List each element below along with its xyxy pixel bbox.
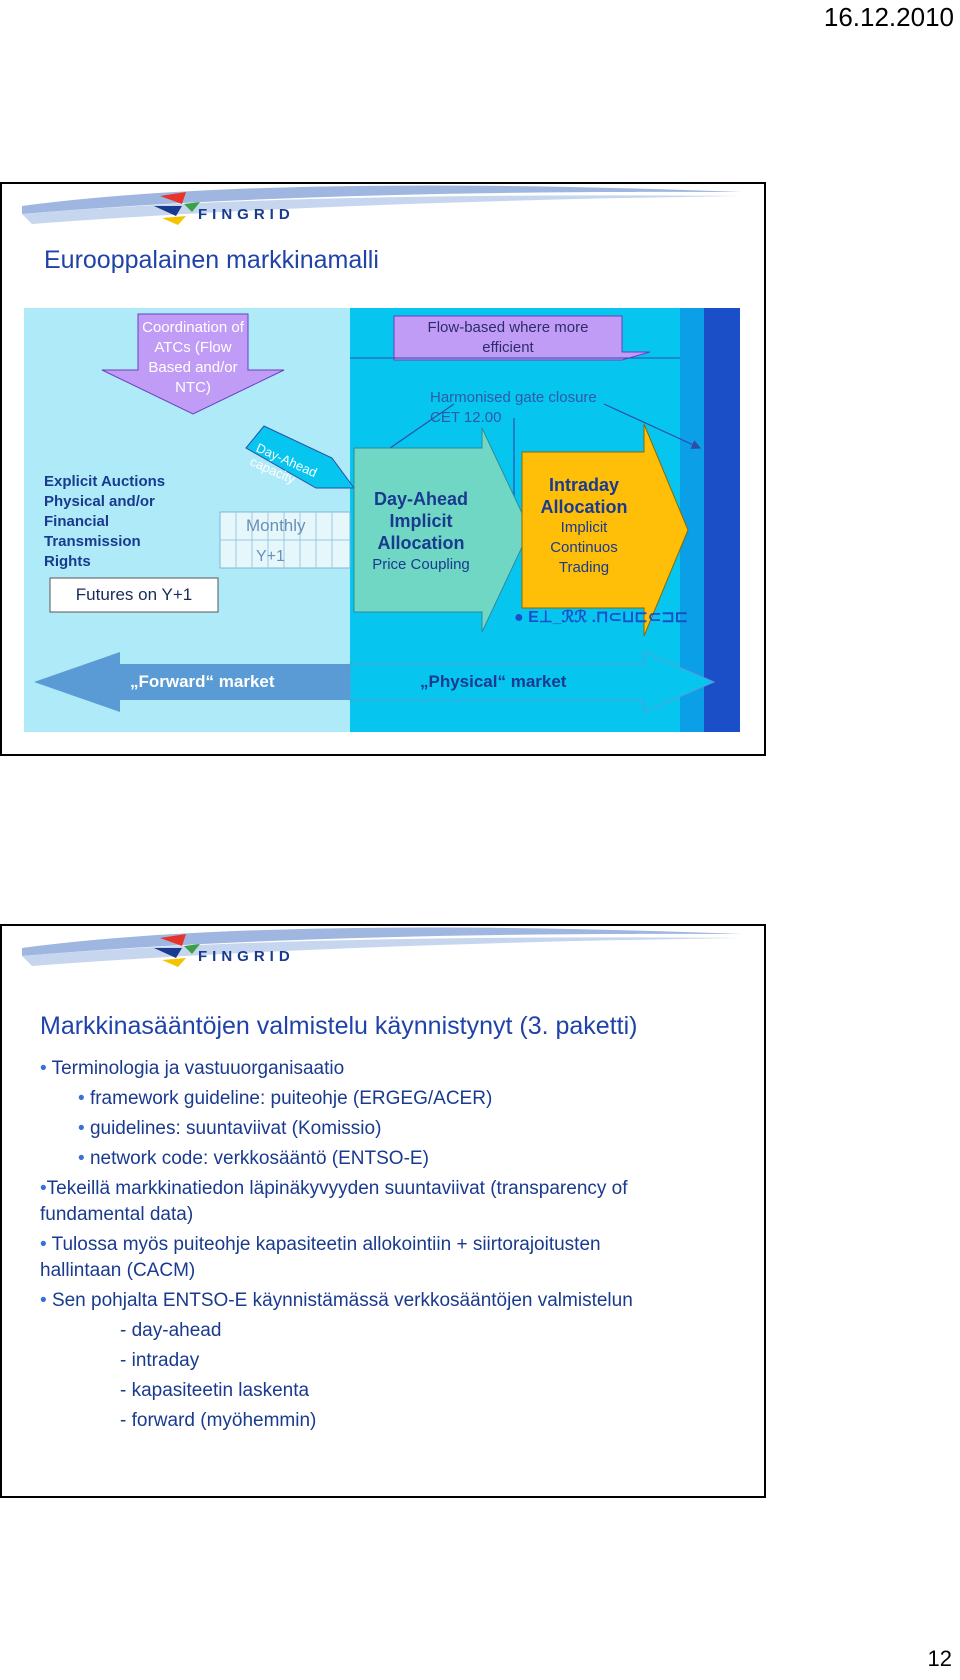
bullet-text-continued: fundamental data) (40, 1204, 194, 1225)
slide-market-model: FINGRID Eurooppalainen markkinamalli (0, 182, 766, 756)
gate-closure-line: Harmonised gate closure (430, 389, 597, 406)
dash-text: - forward (myöhemmin) (120, 1410, 317, 1431)
slide-title: Markkinasääntöjen valmistelu käynnistyny… (40, 1012, 638, 1040)
sub-bullet-item: • network code: verkkosääntö (ENTSO-E) (78, 1148, 429, 1169)
day-ahead-price-coupling: Price Coupling (372, 556, 470, 573)
intraday-text: Intraday Allocation Implicit Continuos T… (524, 474, 644, 578)
bullet-text: guidelines: suuntaviivat (Komissio) (89, 1118, 382, 1139)
flow-based-line: efficient (482, 339, 534, 356)
dash-item: - forward (myöhemmin) (120, 1408, 760, 1434)
intraday-trading: Trading (558, 559, 610, 576)
coordination-text: Coordination of ATCs (Flow Based and/or … (128, 318, 258, 398)
day-ahead-text: Day-Ahead Implicit Allocation Price Coup… (360, 488, 482, 576)
bullet-text: Terminologia ja vastuuorganisaatio (51, 1058, 345, 1079)
explicit-auctions-line: Physical and/or (44, 493, 155, 510)
bullet-item: • Tulossa myös puiteohje kapasiteetin al… (40, 1234, 601, 1281)
dash-text: - day-ahead (120, 1320, 222, 1341)
dash-item: - day-ahead (120, 1318, 760, 1344)
day-ahead-capacity-shape (245, 425, 355, 489)
fingrid-logo-text: FINGRID (198, 948, 295, 965)
intraday-allocation: Allocation (540, 497, 628, 517)
futures-label: Futures on Y+1 (75, 585, 193, 604)
coordination-arrow (101, 313, 285, 415)
fingrid-logo-icon (154, 192, 200, 225)
dash-item: - intraday (120, 1348, 760, 1374)
slide-title: Eurooppalainen markkinamalli (44, 246, 379, 274)
coordination-line: Based and/or (148, 359, 238, 376)
header-swoosh (22, 185, 742, 224)
gate-closure-line: CET 12.00 (430, 409, 502, 426)
day-ahead-implicit: Implicit (389, 511, 453, 531)
right-band (704, 308, 740, 732)
day-ahead-allocation: Allocation (377, 533, 465, 553)
coordination-line: Coordination of (142, 319, 244, 336)
intraday-title: Intraday (548, 475, 620, 495)
bullet-item: • Terminologia ja vastuuorganisaatio (40, 1058, 345, 1079)
diagram-background: ● E⊥_ℛℛ .⊓⊂⊔⊏⊂⊐⊏ (24, 308, 740, 732)
physical-market-arrow (349, 651, 716, 713)
page-number: 12 (927, 1646, 952, 1671)
y-plus-1-label: Y+1 (256, 548, 285, 565)
dash-text: - kapasiteetin laskenta (120, 1380, 310, 1401)
dash-item: - kapasiteetin laskenta (120, 1378, 760, 1404)
sub-bullet-item: • guidelines: suuntaviivat (Komissio) (78, 1118, 382, 1139)
market-model-diagram: ● E⊥_ℛℛ .⊓⊂⊔⊏⊂⊐⊏ Coordination of ATCs (F… (24, 308, 740, 732)
explicit-auctions-line: Transmission (44, 533, 141, 550)
flow-based-line: Flow-based where more (427, 319, 589, 336)
monthly-label: Monthly (246, 516, 306, 535)
forward-market-label: „Forward“ market (130, 672, 275, 691)
bullet-list: • Terminologia ja vastuuorganisaatio • f… (40, 1056, 760, 1438)
bullet-text: framework guideline: puiteohje (ERGEG/AC… (89, 1088, 493, 1109)
flow-based-text: Flow-based where more efficient (394, 318, 622, 358)
day-ahead-title: Day-Ahead (373, 489, 469, 509)
explicit-auctions-line: Rights (44, 553, 91, 570)
forward-market-arrow (34, 652, 350, 712)
bullet-text: Tekeillä markkinatiedon läpinäkyvyyden s… (46, 1178, 628, 1199)
bullet-text: Sen pohjalta ENTSO-E käynnistämässä verk… (51, 1290, 633, 1311)
explicit-auctions-line: Financial (44, 513, 110, 530)
bullet-text-continued: hallintaan (CACM) (40, 1260, 196, 1281)
slide-market-rules: FINGRID Markkinasääntöjen valmistelu käy… (0, 924, 766, 1498)
sub-bullet-item: • framework guideline: puiteohje (ERGEG/… (78, 1088, 493, 1109)
bullet-text: network code: verkkosääntö (ENTSO-E) (89, 1148, 429, 1169)
bullet-item: •Tekeillä markkinatiedon läpinäkyvyyden … (40, 1178, 628, 1225)
fingrid-logo-icon (154, 934, 200, 967)
intraday-implicit: Implicit (560, 519, 608, 536)
dash-text: - intraday (120, 1350, 200, 1371)
explicit-auctions-text: Explicit Auctions Physical and/or Financ… (44, 472, 165, 572)
flow-based-banner (393, 315, 651, 361)
header-swoosh (22, 927, 742, 966)
gate-closure-text: Harmonised gate closure CET 12.00 (430, 388, 640, 428)
bullet-item: • Sen pohjalta ENTSO-E käynnistämässä ve… (40, 1290, 633, 1311)
document-date: 16.12.2010 (823, 2, 954, 32)
coordination-line: ATCs (Flow (154, 339, 232, 356)
intraday-arrow (521, 423, 689, 637)
intraday-garbled-decoration: ● E⊥_ℛℛ .⊓⊂⊔⊏⊂⊐⊏ (514, 609, 688, 626)
coordination-line: NTC) (175, 379, 211, 396)
intraday-continuos: Continuos (550, 539, 618, 556)
futures-box (49, 577, 219, 613)
day-ahead-arrow (353, 427, 531, 633)
bullet-text: Tulossa myös puiteohje kapasiteetin allo… (51, 1234, 601, 1255)
fingrid-logo-text: FINGRID (198, 206, 295, 223)
explicit-auctions-line: Explicit Auctions (44, 473, 166, 490)
physical-market-label: „Physical“ market (420, 672, 567, 691)
